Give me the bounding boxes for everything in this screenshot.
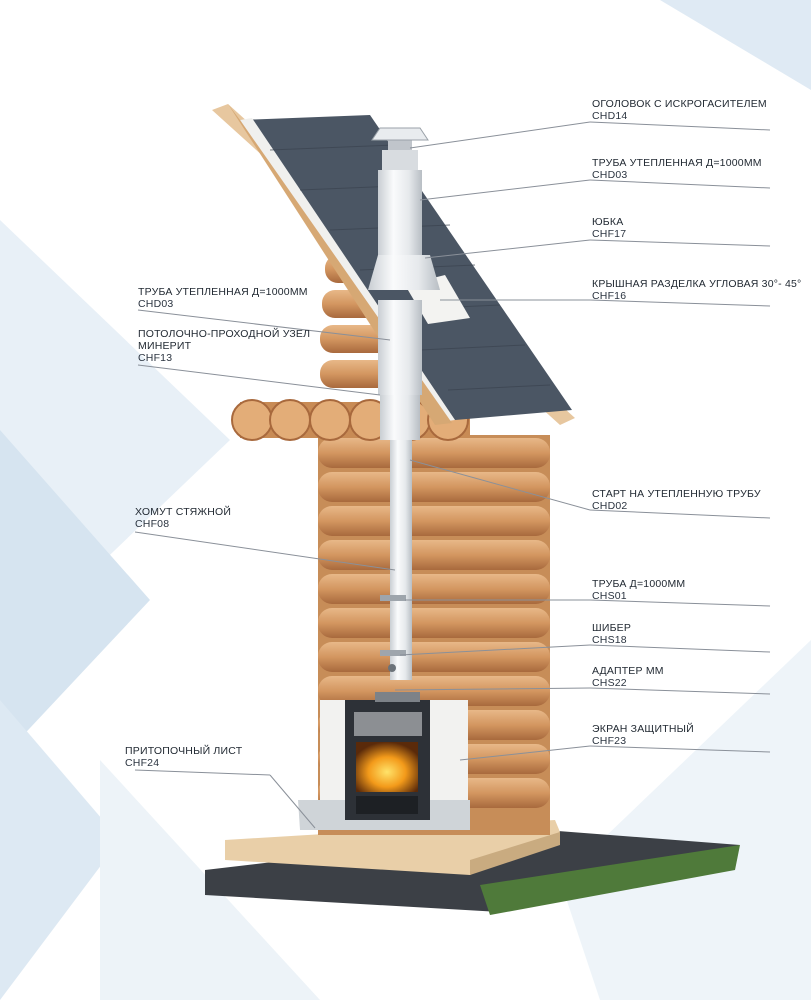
label-chf24: ПРИТОПОЧНЫЙ ЛИСТ CHF24 (125, 745, 242, 769)
label-chf17-code: CHF17 (592, 228, 627, 240)
label-chs18-code: CHS18 (592, 634, 627, 646)
label-chd03-left-title: ТРУБА УТЕПЛЕННАЯ Д=1000ММ (138, 286, 308, 298)
label-chs18: ШИБЕР CHS18 (592, 622, 631, 646)
label-chd14-code: CHD14 (592, 110, 628, 122)
label-chd03-left: ТРУБА УТЕПЛЕННАЯ Д=1000ММ CHD03 (138, 286, 308, 310)
label-chs18-title: ШИБЕР (592, 622, 632, 634)
label-chf24-code: CHF24 (125, 757, 160, 769)
label-chd03-top-code: CHD03 (592, 169, 628, 181)
label-chf16-title: КРЫШНАЯ РАЗДЕЛКА УГЛОВАЯ 30°- 45° (592, 278, 802, 290)
label-chf08: ХОМУТ СТЯЖНОЙ CHF08 (135, 506, 231, 530)
label-chf17-title: ЮБКА (592, 216, 624, 228)
chimney-pipe (368, 127, 440, 680)
leader-lines (134, 121, 771, 829)
label-chd03-left-code: CHD03 (138, 298, 174, 310)
label-chs01-code: CHS01 (592, 590, 627, 602)
label-chd02: СТАРТ НА УТЕПЛЕННУЮ ТРУБУ CHD02 (592, 488, 761, 512)
label-chs22: АДАПТЕР ММ CHS22 (592, 665, 664, 689)
label-chd02-code: CHD02 (592, 500, 628, 512)
ground (205, 820, 740, 915)
label-chf16: КРЫШНАЯ РАЗДЕЛКА УГЛОВАЯ 30°- 45° CHF16 (592, 278, 801, 302)
label-chf23-code: CHF23 (592, 735, 627, 747)
label-chd02-title: СТАРТ НА УТЕПЛЕННУЮ ТРУБУ (592, 488, 761, 500)
label-chf13-title2: МИНЕРИТ (138, 340, 192, 352)
label-chs22-code: CHS22 (592, 677, 627, 689)
label-chf23-title: ЭКРАН ЗАЩИТНЫЙ (592, 723, 694, 735)
label-chs22-title: АДАПТЕР ММ (592, 665, 664, 677)
ceiling-logs (231, 399, 470, 441)
label-chf17: ЮБКА CHF17 (592, 216, 626, 240)
label-chf13-code: CHF13 (138, 352, 173, 364)
label-chf08-title: ХОМУТ СТЯЖНОЙ (135, 506, 232, 518)
label-chf08-code: CHF08 (135, 518, 170, 530)
label-chd14-title: ОГОЛОВОК С ИСКРОГАСИТЕЛЕМ (592, 98, 767, 110)
label-chd03-top-title: ТРУБА УТЕПЛЕННАЯ Д=1000ММ (592, 157, 762, 169)
label-chd14: ОГОЛОВОК С ИСКРОГАСИТЕЛЕМ CHD14 (592, 98, 767, 122)
label-chf23: ЭКРАН ЗАЩИТНЫЙ CHF23 (592, 723, 694, 747)
label-chs01: ТРУБА Д=1000ММ CHS01 (592, 578, 685, 602)
label-chd03-top: ТРУБА УТЕПЛЕННАЯ Д=1000ММ CHD03 (592, 157, 762, 181)
label-chf13: ПОТОЛОЧНО-ПРОХОДНОЙ УЗЕЛ МИНЕРИТ CHF13 (138, 328, 310, 364)
label-chf24-title: ПРИТОПОЧНЫЙ ЛИСТ (125, 745, 243, 757)
label-chs01-title: ТРУБА Д=1000ММ (592, 578, 686, 590)
label-chf16-code: CHF16 (592, 290, 627, 302)
label-chf13-title1: ПОТОЛОЧНО-ПРОХОДНОЙ УЗЕЛ (138, 328, 311, 340)
stove (298, 692, 470, 830)
